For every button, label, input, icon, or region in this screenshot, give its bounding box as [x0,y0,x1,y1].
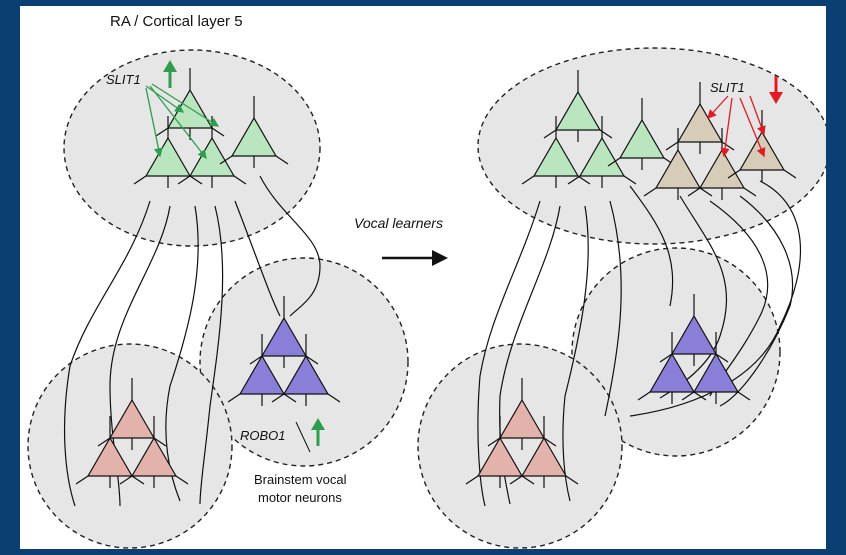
pink-cluster-right [417,343,623,549]
title-label: RA / Cortical layer 5 [110,13,243,30]
ra-cluster-left [63,49,321,247]
pink-cluster-left [27,343,233,549]
brainstem-label-line2: motor neurons [258,490,342,505]
neuron-diagram: RA / Cortical layer 5 SLIT1 ROBO1 Brains… [27,13,826,549]
down-arrow-icon [769,76,783,104]
slit1-signal-arrows-right [707,95,766,158]
brainstem-label-line1: Brainstem vocal [254,472,347,487]
brainstem-pointer-line [295,421,311,453]
up-arrow-icon [311,418,325,446]
right-arrow-icon [382,250,448,266]
robo1-label: ROBO1 [240,428,286,443]
slit1-signal-arrows-left [145,83,220,160]
slit1-label-right: SLIT1 [710,80,745,95]
up-arrow-icon [163,60,177,88]
transition-label: Vocal learners [354,215,443,231]
axons-left [63,175,321,507]
slit1-label-left: SLIT1 [106,72,141,87]
figure-panel: RA / Cortical layer 5 SLIT1 ROBO1 Brains… [20,6,826,549]
